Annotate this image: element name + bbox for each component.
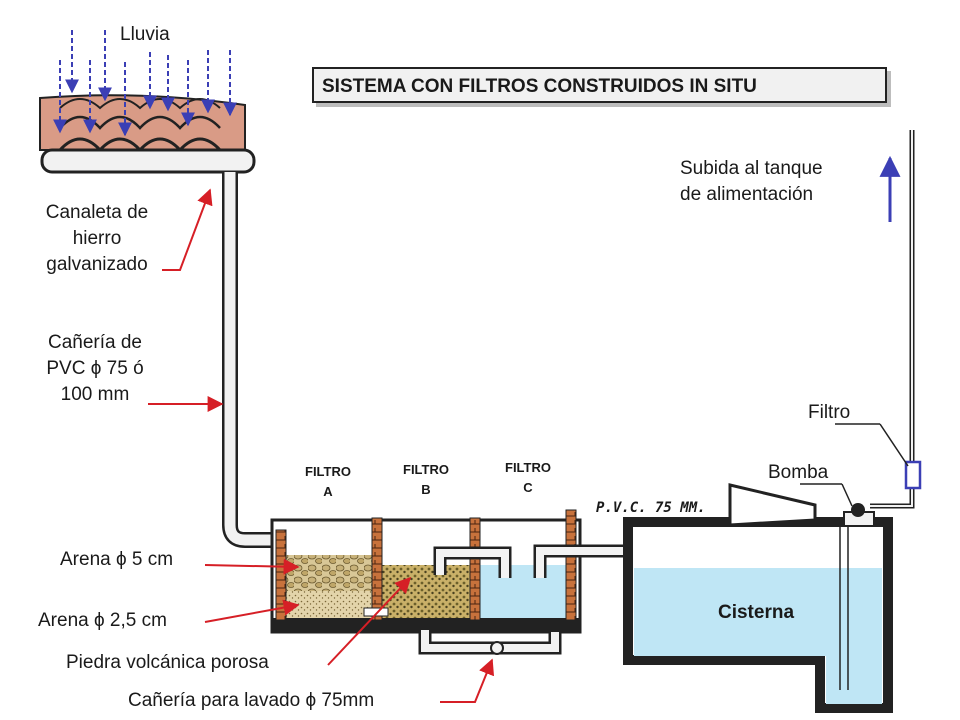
gutter xyxy=(40,148,256,174)
piedra-label: Piedra volcánica porosa xyxy=(66,652,269,673)
lavado-label: Cañería para lavado ϕ 75mm xyxy=(128,690,375,711)
pointer-arrows xyxy=(148,188,495,703)
canaleta-line-1: Canaleta de xyxy=(45,202,149,223)
wash-pipe xyxy=(418,630,562,655)
supply-pipe xyxy=(870,130,922,509)
arena-25-label: Arena ϕ 2,5 cm xyxy=(38,610,167,631)
subida-line-1: Subida al tanque xyxy=(680,158,823,179)
canaleta-label: Canaleta de hierro galvanizado xyxy=(22,200,172,278)
subida-label: Subida al tanque de alimentación xyxy=(680,156,823,208)
cisterna-label: Cisterna xyxy=(694,596,818,630)
arena-5-label: Arena ϕ 5 cm xyxy=(60,549,174,570)
pvc-handwritten-note: P.V.C. 75 MM. xyxy=(596,500,706,516)
subida-line-2: de alimentación xyxy=(680,184,814,205)
canaleta-line-3: galvanizado xyxy=(46,254,148,275)
caneria-label: Cañería de PVC ϕ 75 ó 100 mm xyxy=(20,330,170,408)
caneria-line-1: Cañería de xyxy=(47,332,142,353)
page-title: SISTEMA CON FILTROS CONSTRUIDOS IN SITU xyxy=(312,67,887,103)
diameter-symbol: ϕ xyxy=(115,549,127,570)
filtro-label: Filtro xyxy=(808,402,851,423)
roof xyxy=(39,94,246,153)
leader-lines xyxy=(800,423,909,507)
caneria-line-2: PVC ϕ 75 ó xyxy=(46,358,144,379)
pump xyxy=(839,503,875,690)
diameter-symbol: ϕ xyxy=(305,690,317,711)
rain-arrows xyxy=(53,30,237,137)
diameter-symbol: ϕ xyxy=(90,358,102,379)
diameter-symbol: ϕ xyxy=(93,610,105,631)
caneria-line-3: 100 mm xyxy=(60,384,130,405)
bomba-label: Bomba xyxy=(768,462,829,483)
lluvia-label: Lluvia xyxy=(120,24,170,45)
canaleta-line-2: hierro xyxy=(72,228,122,249)
